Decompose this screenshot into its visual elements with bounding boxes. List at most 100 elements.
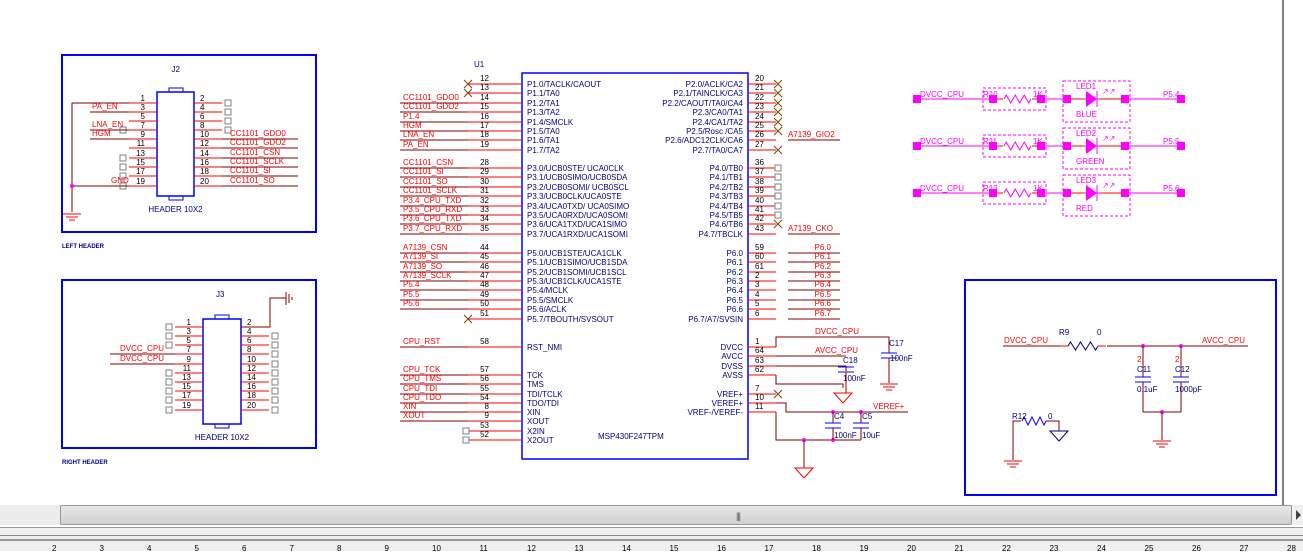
- schematic-canvas[interactable]: U1MSP430F247TPM12P1.0/TACLK/CAOUT13P1.1/…: [0, 0, 1303, 505]
- pin-number: 58: [480, 337, 489, 346]
- open-pin-icon: [774, 183, 782, 191]
- open-pin-icon: [165, 323, 173, 331]
- c11-pin: 2: [1137, 355, 1142, 364]
- horizontal-scrollbar[interactable]: |||: [0, 505, 1303, 525]
- resistor-icon: [1003, 140, 1032, 152]
- gnd-label: GND: [111, 176, 129, 185]
- ruler-tick: 6: [242, 544, 247, 553]
- ruler-tick: 23: [1049, 544, 1059, 553]
- pin-name: XOUT: [527, 417, 549, 426]
- net-label: A7139_GIO2: [788, 130, 835, 139]
- net-label: P5.6: [403, 299, 420, 308]
- pin-number: 40: [755, 196, 764, 205]
- pin-number: 28: [480, 158, 489, 167]
- ruler-tick: 26: [1192, 544, 1201, 553]
- net-label: CC1101_GDO2: [403, 102, 459, 111]
- pin-square: [1037, 189, 1045, 197]
- pin-number: 7: [755, 384, 760, 393]
- wire: [776, 402, 908, 413]
- open-pin-icon: [271, 369, 279, 377]
- pin-number: 7: [141, 121, 146, 130]
- net-label: HGM: [92, 129, 111, 138]
- scroll-right-arrow-icon[interactable]: [1296, 510, 1301, 520]
- scrollbar-thumb[interactable]: |||: [60, 505, 1292, 525]
- pin-name: P1.7/TA2: [527, 146, 560, 155]
- pin-name: P4.7/TBCLK: [699, 230, 744, 239]
- pin-name: VREF-/VEREF-: [687, 408, 743, 417]
- pin-name: P6.1: [727, 258, 744, 267]
- net-label: CPU_RST: [403, 337, 440, 346]
- pin-number: 12: [247, 364, 256, 373]
- led-color: BLUE: [1076, 110, 1097, 119]
- pin-name: P1.5/TA0: [527, 127, 560, 136]
- pin-number: 20: [200, 177, 209, 186]
- pin-name: P5.2/UCB1SOMI/UCB1SCL: [527, 268, 627, 277]
- pin-name: P1.0/TACLK/CAOUT: [527, 80, 601, 89]
- led-net-label: P5.5: [1163, 137, 1180, 146]
- pin-name: P2.4/CA1/TA2: [692, 118, 743, 127]
- ruler-tick: 18: [812, 544, 821, 553]
- pin-name: P6.4: [727, 286, 744, 295]
- pin-number: 3: [187, 327, 192, 336]
- pin-number: 34: [480, 214, 489, 223]
- pin-number: 33: [480, 205, 489, 214]
- net-label: PA_EN: [92, 102, 118, 111]
- pin-name: P6.2: [727, 268, 744, 277]
- open-pin-icon: [462, 427, 470, 435]
- ground-triangle-icon: [1048, 430, 1070, 442]
- pin-square: [913, 189, 921, 197]
- pin-number: 60: [755, 252, 764, 261]
- pin-name: P4.3/TB3: [710, 192, 744, 201]
- pin-name: P6.7/A7/SVSIN: [688, 315, 743, 324]
- wire: [1046, 420, 1060, 431]
- pin-name: P6.5: [727, 296, 744, 305]
- pin-name: TDO/TDI: [527, 399, 559, 408]
- u1-mcu[interactable]: U1MSP430F247TPM12P1.0/TACLK/CAOUT13P1.1/…: [400, 60, 840, 460]
- pin-number: 14: [480, 93, 489, 102]
- net-label: CPU_TMS: [403, 374, 441, 383]
- pin-square: [913, 95, 921, 103]
- pin-number: 52: [480, 430, 489, 439]
- pin-name: P2.0/ACLK/CA2: [686, 80, 744, 89]
- pin-number: 53: [480, 421, 489, 430]
- net-label: DVCC_CPU: [120, 354, 164, 363]
- pin-number: 23: [755, 102, 764, 111]
- dvcc-label: DVCC_CPU: [815, 327, 859, 336]
- pin-number: 64: [755, 346, 764, 355]
- c12-ref: C12: [1175, 365, 1190, 374]
- ruler-tick: 14: [622, 544, 631, 553]
- pin-number: 49: [480, 290, 489, 299]
- pin-number: 19: [480, 140, 489, 149]
- pin-number: 54: [480, 393, 489, 402]
- header-key: [168, 195, 184, 201]
- pin-number: 42: [755, 214, 764, 223]
- pin-name: P6.0: [727, 249, 744, 258]
- resistor-icon: [1021, 415, 1047, 427]
- pin-number: 38: [755, 177, 764, 186]
- pin-number: 2: [755, 271, 760, 280]
- pin-number: 44: [480, 243, 489, 252]
- open-pin-icon: [224, 117, 232, 125]
- header-body: [202, 318, 242, 425]
- pin-number: 9: [485, 411, 490, 420]
- pin-name: P5.7/TBOUTH/SVSOUT: [527, 315, 614, 324]
- ruler-tick: 8: [337, 544, 342, 553]
- pin-number: 55: [480, 384, 489, 393]
- pin-number: 3: [141, 103, 146, 112]
- pin-number: 3: [755, 280, 760, 289]
- net-label: P5.4: [403, 280, 420, 289]
- pin-name: P2.3/CA0/TA1: [692, 108, 743, 117]
- net-label: A7139_SI: [403, 252, 438, 261]
- net-label: P5.5: [403, 290, 420, 299]
- c12-value: 1000pF: [1175, 385, 1202, 394]
- net-label: A7139_SCLK: [403, 271, 452, 280]
- pin-name: P6.6: [727, 305, 744, 314]
